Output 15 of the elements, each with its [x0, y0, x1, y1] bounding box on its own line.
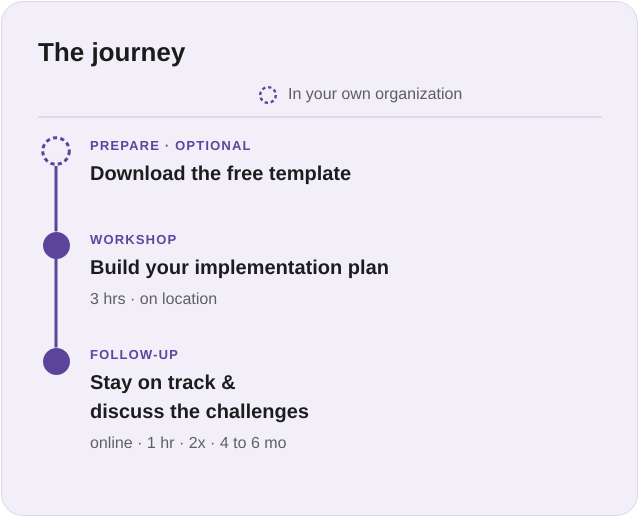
dashed-circle: [41, 136, 71, 166]
step-label: FOLLOW-UP: [90, 346, 179, 364]
timeline-line: [54, 166, 58, 232]
step-title: Build your implementation plan: [90, 256, 389, 281]
step-title: Stay on track & discuss the challenges: [90, 371, 310, 425]
step-label: WORKSHOP: [90, 231, 178, 249]
legend-text: In your own organization: [288, 85, 462, 105]
timeline-dot: [42, 232, 70, 258]
diagram-title: The journey: [38, 36, 186, 68]
timeline-dot: [42, 348, 70, 374]
step-label: PREPARE · OPTIONAL: [90, 137, 252, 155]
timeline-line: [54, 258, 58, 348]
step-title: Download the free template: [90, 162, 352, 187]
step-details: 3 hrs · on location: [90, 290, 218, 310]
step-details: online · 1 hr · 2x · 4 to 6 mo: [90, 434, 287, 454]
